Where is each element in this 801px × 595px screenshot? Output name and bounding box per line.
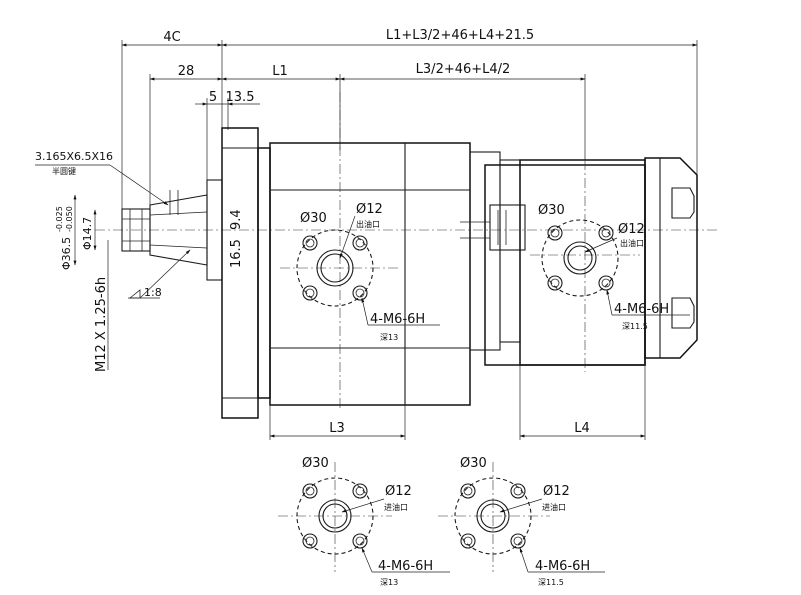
dim-l3-half: L3/2+46+L4/2 bbox=[416, 62, 511, 77]
dim-4c: 4C bbox=[163, 30, 180, 45]
detail2-hole: Ø12 bbox=[543, 484, 570, 499]
key-name: 半圆键 bbox=[52, 166, 76, 176]
port2-depth: 深11.5 bbox=[622, 322, 648, 331]
pump-body-2: Ø30 Ø12 出油口 4-M6-6H 深11.5 L4 bbox=[484, 157, 698, 440]
detail-view-left: Ø30 Ø12 进油口 4-M6-6H 深13 bbox=[278, 456, 450, 587]
detail2-thread: 4-M6-6H bbox=[535, 559, 590, 574]
detail2-depth: 深11.5 bbox=[538, 578, 564, 587]
top-dimensions: 4C L1+L3/2+46+L4+21.5 28 L1 L3/2+46+L4/2… bbox=[121, 28, 698, 215]
dim-l4: L4 bbox=[574, 421, 590, 436]
detail1-name: 进油口 bbox=[384, 502, 408, 512]
dim-l1: L1 bbox=[272, 64, 288, 79]
dim-phi36: Φ36.5 bbox=[60, 237, 73, 270]
detail1-hole: Ø12 bbox=[385, 484, 412, 499]
dim-5: 5 bbox=[209, 90, 217, 105]
pump-body-1: Ø30 Ø12 出油口 4-M6-6H 深13 L3 bbox=[257, 92, 471, 440]
port1-thread: 4-M6-6H bbox=[370, 312, 425, 327]
dim-16-5: 16.5 bbox=[229, 239, 244, 268]
port1-name: 出油口 bbox=[356, 219, 380, 229]
dim-tol-upper: -0.025 bbox=[55, 206, 64, 232]
drive-shaft: Φ36.5 -0.025 -0.050 Φ14.7 M12 X 1.25-6h … bbox=[35, 127, 720, 419]
detail1-dia: Ø30 bbox=[302, 456, 329, 471]
port2-hole: Ø12 bbox=[618, 222, 645, 237]
coupling bbox=[460, 151, 526, 351]
dim-thread: M12 X 1.25-6h bbox=[94, 277, 109, 372]
dim-13-5: 13.5 bbox=[226, 90, 255, 105]
dim-9-4: 9.4 bbox=[229, 209, 244, 230]
dim-28: 28 bbox=[178, 64, 195, 79]
port2-thread: 4-M6-6H bbox=[614, 302, 669, 317]
port2-name: 出油口 bbox=[620, 238, 644, 248]
key-spec: 3.165X6.5X16 bbox=[35, 150, 113, 163]
port1-hole: Ø12 bbox=[356, 202, 383, 217]
detail2-name: 进油口 bbox=[542, 502, 566, 512]
dim-l3: L3 bbox=[329, 421, 345, 436]
port1-depth: 深13 bbox=[380, 333, 398, 342]
dim-overall: L1+L3/2+46+L4+21.5 bbox=[386, 28, 534, 43]
detail1-depth: 深13 bbox=[380, 578, 398, 587]
detail2-dia: Ø30 bbox=[460, 456, 487, 471]
taper-ratio: 1:8 bbox=[144, 286, 162, 299]
port1-dia: Ø30 bbox=[300, 211, 327, 226]
port2-dia: Ø30 bbox=[538, 203, 565, 218]
dim-phi14: Φ14.7 bbox=[81, 217, 94, 250]
dim-tol-lower: -0.050 bbox=[65, 206, 74, 232]
detail1-thread: 4-M6-6H bbox=[378, 559, 433, 574]
detail-view-right: Ø30 Ø12 进油口 4-M6-6H 深11.5 bbox=[438, 456, 605, 587]
